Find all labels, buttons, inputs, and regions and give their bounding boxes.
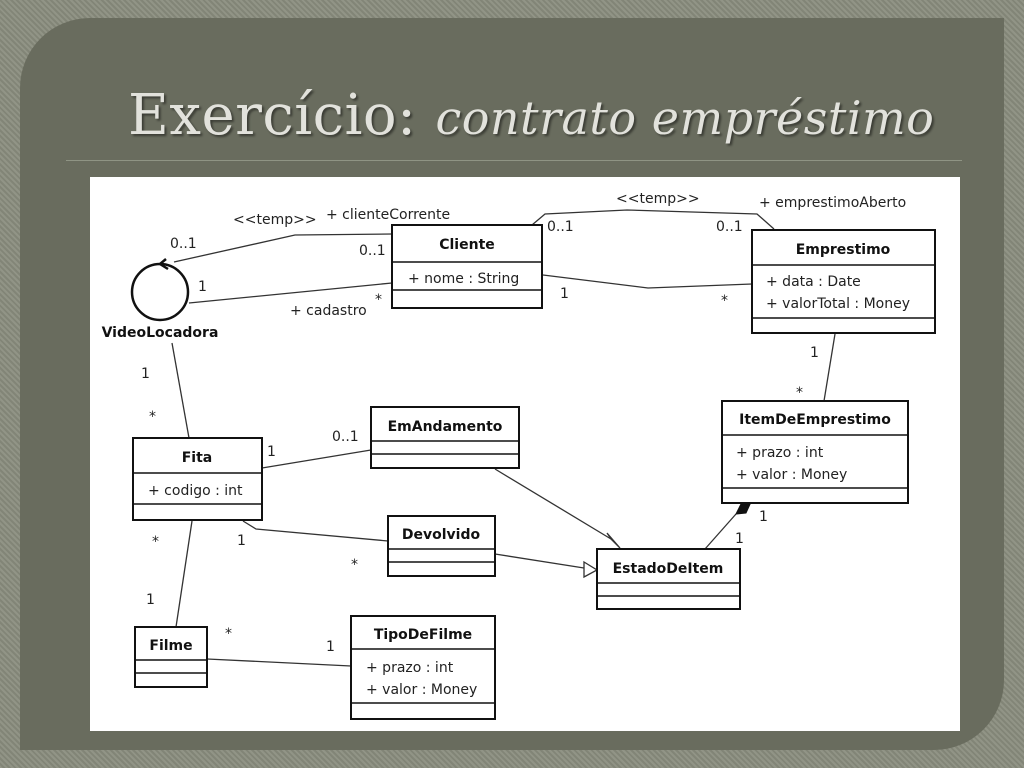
uml-diagram-panel: VideoLocadora Cliente + nome : String Em…: [90, 177, 960, 731]
multiplicity: 1: [560, 286, 569, 302]
generalization-emandamento: [494, 468, 612, 540]
class-name: EstadoDeItem: [613, 561, 724, 577]
multiplicity: 1: [198, 279, 207, 295]
assoc-emprestimo-aberto: [531, 209, 775, 230]
assoc-emprestimo-item: [823, 333, 836, 402]
class-emprestimo: Emprestimo + data : Date + valorTotal : …: [751, 229, 936, 334]
multiplicity: 1: [237, 533, 246, 549]
class-devolvido: Devolvido: [387, 515, 496, 577]
uml-class-diagram: VideoLocadora Cliente + nome : String Em…: [102, 191, 936, 720]
composition-item-estado: [704, 513, 737, 550]
multiplicity: 0..1: [359, 243, 386, 259]
multiplicity: 0..1: [716, 219, 743, 235]
multiplicity: 1: [759, 509, 768, 525]
class-cliente: Cliente + nome : String: [391, 224, 543, 309]
multiplicity: 0..1: [332, 429, 359, 445]
multiplicity: 1: [141, 366, 150, 382]
class-name: Fita: [182, 450, 213, 466]
class-fita: Fita + codigo : int: [132, 437, 263, 521]
class-name: EmAndamento: [388, 419, 503, 435]
class-name: Emprestimo: [796, 242, 891, 258]
assoc-videolocadora-fita: [171, 342, 190, 439]
multiplicity: *: [721, 293, 728, 309]
multiplicity: 0..1: [547, 219, 574, 235]
class-tipodefilme: TipoDeFilme + prazo : int + valor : Mone…: [350, 615, 496, 720]
multiplicity: *: [152, 534, 159, 550]
multiplicity: 1: [810, 345, 819, 361]
role-label: + cadastro: [290, 303, 367, 319]
actor-videolocadora: VideoLocadora: [102, 258, 219, 341]
association-lines: [171, 209, 836, 667]
slide-title: Exercício: contrato empréstimo: [128, 80, 988, 150]
assoc-fita-emandamento: [261, 449, 372, 469]
assoc-cliente-emprestimo: [542, 274, 753, 289]
assoc-fita-filme: [175, 520, 193, 628]
class-name: Cliente: [439, 237, 495, 253]
multiplicity: 1: [326, 639, 335, 655]
multiplicity: *: [375, 292, 382, 308]
class-itemdeemprestimo: ItemDeEmprestimo + prazo : int + valor :…: [721, 400, 909, 504]
assoc-fita-devolvido: [242, 520, 389, 542]
class-filme: Filme: [134, 626, 208, 688]
role-label: + emprestimoAberto: [759, 195, 906, 211]
class-attribute: + nome : String: [408, 271, 519, 287]
class-attribute: + valor : Money: [366, 682, 477, 698]
class-attribute: + data : Date: [766, 274, 861, 290]
class-attribute: + valorTotal : Money: [766, 296, 910, 312]
class-emandamento: EmAndamento: [370, 406, 520, 469]
multiplicity: 0..1: [170, 236, 197, 252]
assoc-filme-tipo: [206, 658, 352, 667]
class-attribute: + prazo : int: [736, 445, 824, 461]
actor-label: VideoLocadora: [102, 325, 219, 341]
title-regular: Exercício:: [128, 83, 417, 148]
class-attribute: + codigo : int: [148, 483, 243, 499]
generalization-arrowhead-2: [583, 560, 599, 579]
actor-circle: [130, 262, 190, 322]
association-labels: <<temp>> + clienteCorrente <<temp>> + em…: [141, 191, 906, 655]
title-divider: [66, 160, 962, 161]
stereotype-label: <<temp>>: [616, 191, 700, 207]
stereotype-label: <<temp>>: [233, 212, 317, 228]
multiplicity: *: [149, 409, 156, 425]
multiplicity: *: [796, 385, 803, 401]
actor-arrow-icon: [157, 258, 169, 271]
assoc-cadastro: [188, 282, 393, 304]
multiplicity: 1: [146, 592, 155, 608]
generalization-devolvido: [494, 553, 585, 569]
multiplicity: 1: [735, 531, 744, 547]
title-italic: contrato empréstimo: [435, 91, 935, 145]
class-attribute: + valor : Money: [736, 467, 847, 483]
role-label: + clienteCorrente: [326, 207, 450, 223]
multiplicity: *: [225, 626, 232, 642]
class-name: Devolvido: [402, 527, 481, 543]
multiplicity: 1: [267, 444, 276, 460]
class-name: ItemDeEmprestimo: [739, 412, 891, 428]
class-estadodeitem: EstadoDeItem: [596, 548, 741, 610]
multiplicity: *: [351, 557, 358, 573]
generalization-arrowhead-1: [606, 532, 621, 549]
class-name: Filme: [149, 638, 192, 654]
assoc-cliente-corrente: [173, 233, 393, 263]
class-name: TipoDeFilme: [374, 627, 472, 643]
class-attribute: + prazo : int: [366, 660, 454, 676]
